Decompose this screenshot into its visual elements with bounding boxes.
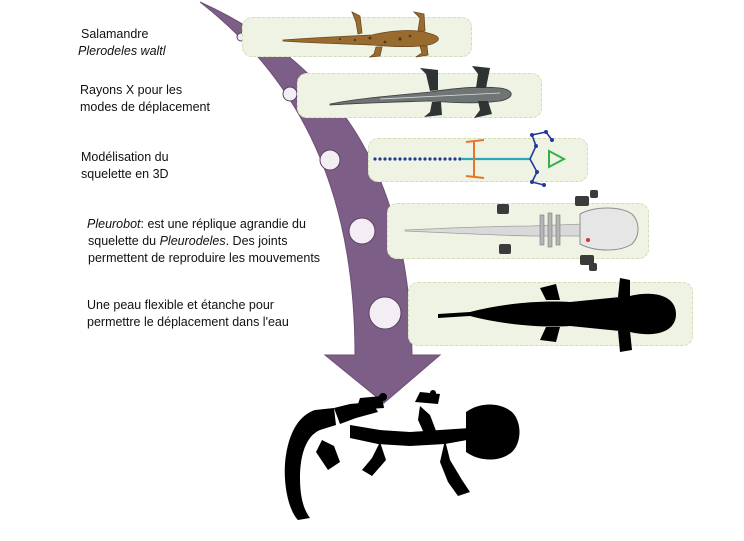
pleurobot-line-1-rest: : est une réplique agrandie du <box>140 217 306 231</box>
model-line-2: squelette en 3D <box>81 167 169 181</box>
pleurobot-line-3: permettent de reproduire les mouvements <box>88 251 321 265</box>
label-xray: Rayons X pour les modes de déplacement <box>80 82 210 116</box>
label-skin: Une peau flexible et étanche pour permet… <box>87 297 289 331</box>
skin-line-2: permettre le déplacement dans l'eau <box>87 315 289 329</box>
skin-line-1: Une peau flexible et étanche pour <box>87 298 274 312</box>
salamander-common-name: Salamandre <box>81 27 149 41</box>
label-salamander: Salamandre Plerodeles waltl <box>78 26 166 60</box>
progress-dot-3 <box>319 149 341 171</box>
model-line-1: Modélisation du <box>81 150 169 164</box>
pleurobot-line-1: Pleurobot: est une réplique agrandie du <box>87 216 320 233</box>
xray-line-1: Rayons X pour les <box>80 83 183 97</box>
label-pleurobot: Pleurobot: est une réplique agrandie du … <box>87 216 320 267</box>
salamander-species-name: Plerodeles waltl <box>78 44 166 58</box>
progress-dot-4 <box>348 217 376 245</box>
pleurobot-name: Pleurobot <box>87 217 141 231</box>
progress-dot-5 <box>368 296 402 330</box>
pleurodeles-name: Pleurodeles <box>159 234 226 248</box>
xray-line-2: modes de déplacement <box>80 100 210 114</box>
pleurobot-line-2-end: . Des joints <box>225 234 288 248</box>
pleurobot-line-2: squelette du Pleurodeles. Des joints <box>88 233 320 250</box>
label-model: Modélisation du squelette en 3D <box>81 149 169 183</box>
pleurobot-line-2-start: squelette du <box>88 234 160 248</box>
